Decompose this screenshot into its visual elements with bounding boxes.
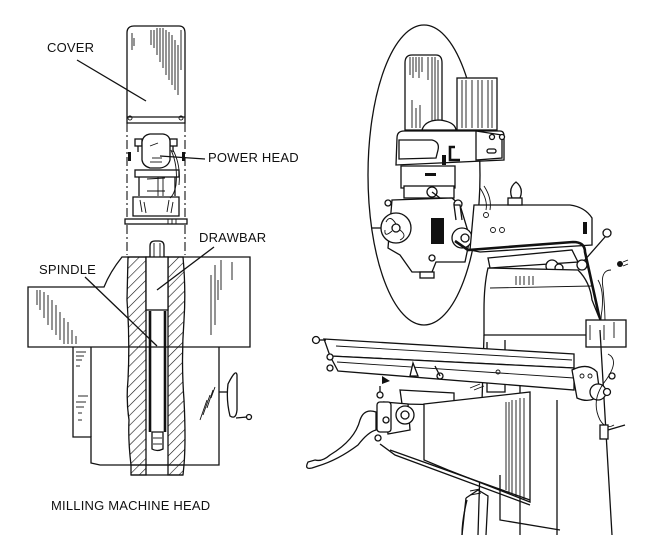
machine-table [311,335,626,440]
diagram-caption: MILLING MACHINE HEAD [51,498,211,513]
machine-base-pedestal [461,499,468,536]
cover-leader-line [76,59,147,102]
head-casting [27,256,253,466]
fine-feed-handwheel [372,212,412,244]
machine-quill-housing [372,197,473,279]
machine-saddle-knee [379,383,561,536]
cover-part [126,25,186,124]
knee-crank [306,376,415,470]
drawbar-leader-line [156,246,215,291]
machine-ram [469,181,612,273]
spindle-leader-line [84,276,158,347]
highlight-ellipse [367,24,481,326]
spindle-part [126,256,186,476]
quill-handwheel [199,372,253,421]
power-cable [454,239,629,331]
drawbar-label: DRAWBAR [199,230,267,245]
power-head-part [124,133,188,225]
machine-motor [404,54,498,131]
power-head-label: POWER HEAD [208,150,299,165]
drawbar-part [145,240,169,311]
spindle-label: SPINDLE [39,262,97,277]
power-head-leader-line [159,155,206,160]
machine-head [395,130,506,199]
cover-label: COVER [47,40,95,55]
